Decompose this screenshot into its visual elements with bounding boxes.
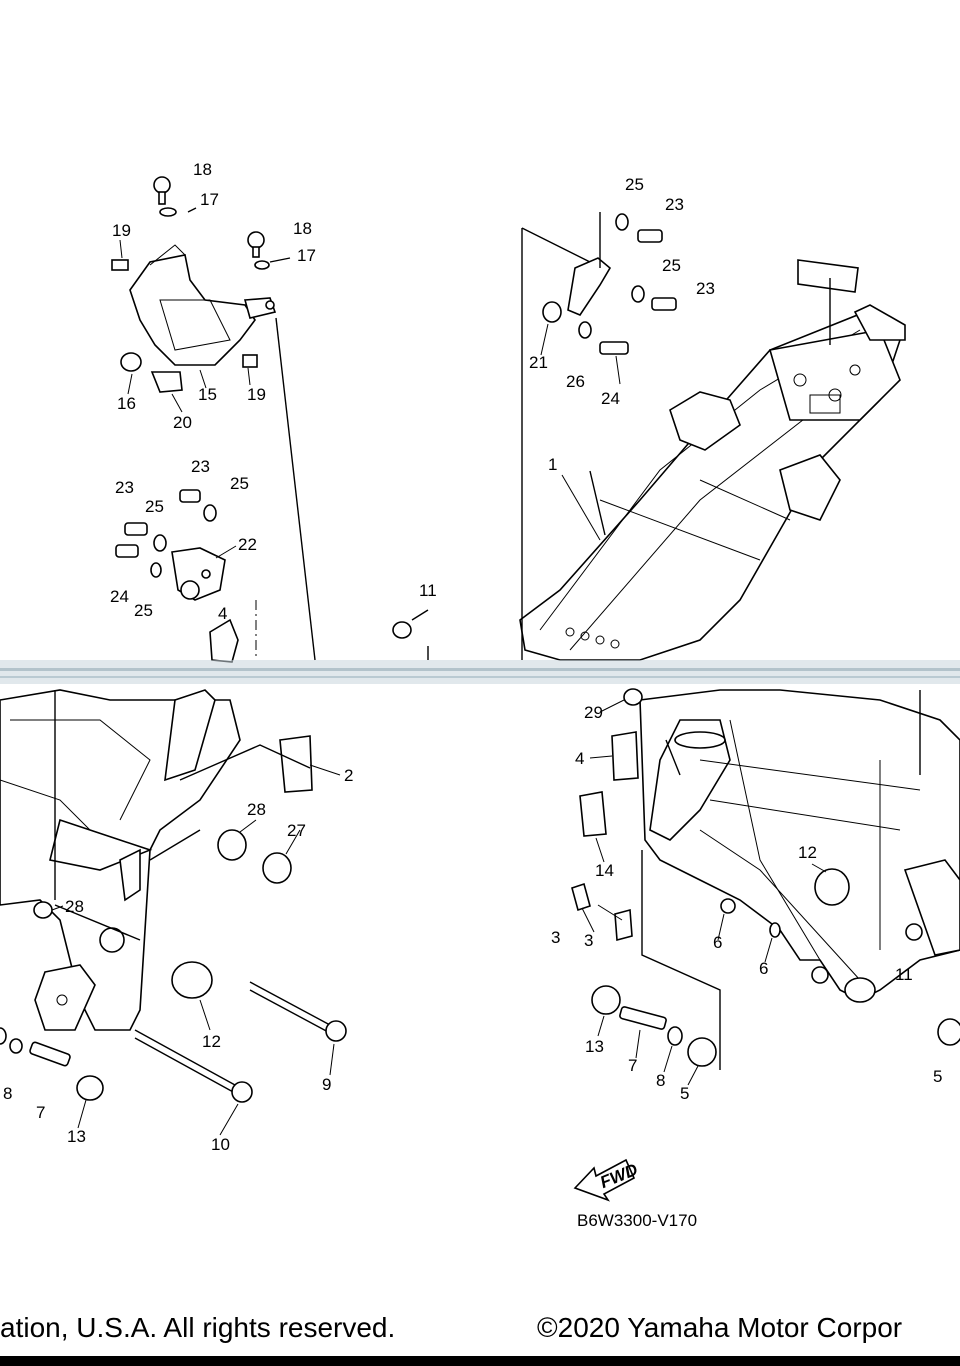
- diagram-code: B6W3300-V170: [577, 1211, 697, 1230]
- callout: 19: [112, 221, 131, 240]
- callout: 2: [344, 766, 353, 785]
- callout: 28: [247, 800, 266, 819]
- footer-rights-text: ation, U.S.A. All rights reserved.: [0, 1312, 396, 1343]
- frame-holes: [565, 627, 620, 649]
- battery-box-assembly: [111, 176, 316, 661]
- callout: 23: [665, 195, 684, 214]
- callout: 25: [625, 175, 644, 194]
- callout: 25: [662, 256, 681, 275]
- main-frame-left: [0, 689, 347, 1103]
- callout: 12: [798, 843, 817, 862]
- footer: ation, U.S.A. All rights reserved. ©2020…: [0, 1312, 960, 1352]
- callout: 9: [322, 1075, 331, 1094]
- callout: 11: [895, 965, 913, 984]
- callout: 15: [198, 385, 217, 404]
- callout: 7: [36, 1103, 45, 1122]
- callout: 5: [680, 1084, 689, 1103]
- callout: 23: [696, 279, 715, 298]
- callout: 29: [584, 703, 603, 722]
- callout: 22: [238, 535, 257, 554]
- main-frame-right: [571, 688, 960, 1070]
- callout: 27: [287, 821, 306, 840]
- callout: 18: [293, 219, 312, 238]
- callout: 4: [575, 749, 584, 768]
- callout: 8: [3, 1084, 12, 1103]
- callout: 4: [218, 604, 227, 623]
- callout: 10: [211, 1135, 230, 1154]
- callout: 13: [67, 1127, 86, 1146]
- callout: 23: [191, 457, 210, 476]
- callout: 26: [566, 372, 585, 391]
- callout: 24: [110, 587, 129, 606]
- callout: 17: [297, 246, 316, 265]
- fwd-arrow-icon: FWD: [573, 1158, 640, 1202]
- callout: 6: [713, 933, 722, 952]
- callout: 21: [529, 353, 548, 372]
- callout: 24: [601, 389, 620, 408]
- callout: 3: [551, 928, 560, 947]
- callout: 16: [117, 394, 136, 413]
- callout: 19: [247, 385, 266, 404]
- callout: 3: [584, 931, 593, 950]
- callout: 20: [173, 413, 192, 432]
- leader-lines: [51, 239, 827, 1136]
- callout: 18: [193, 160, 212, 179]
- callout: 8: [656, 1071, 665, 1090]
- fwd-label: FWD: [597, 1160, 640, 1192]
- rear-frame-assembly: [392, 212, 906, 661]
- callout: 28: [65, 897, 84, 916]
- callout: 6: [759, 959, 768, 978]
- footer-copyright-text: ©2020 Yamaha Motor Corpor: [537, 1312, 903, 1343]
- callout: 25: [134, 601, 153, 620]
- callout: 7: [628, 1056, 637, 1075]
- callout: 1: [548, 455, 557, 474]
- callout: 5: [933, 1067, 942, 1086]
- callout: 25: [230, 474, 249, 493]
- scan-noise-band: [0, 660, 960, 684]
- callout: 17: [200, 190, 219, 209]
- callout: 12: [202, 1032, 221, 1051]
- bracket-assembly: [115, 489, 257, 663]
- callout: 23: [115, 478, 134, 497]
- callouts: 1 2 3 3 4 4 5 5 6 6 7 7 8 8 9 10 11 11 1…: [3, 160, 942, 1154]
- callout: 13: [585, 1037, 604, 1056]
- callout: 14: [595, 861, 614, 880]
- callout: 11: [419, 581, 437, 600]
- callout: 25: [145, 497, 164, 516]
- bottom-bar: [0, 1356, 960, 1366]
